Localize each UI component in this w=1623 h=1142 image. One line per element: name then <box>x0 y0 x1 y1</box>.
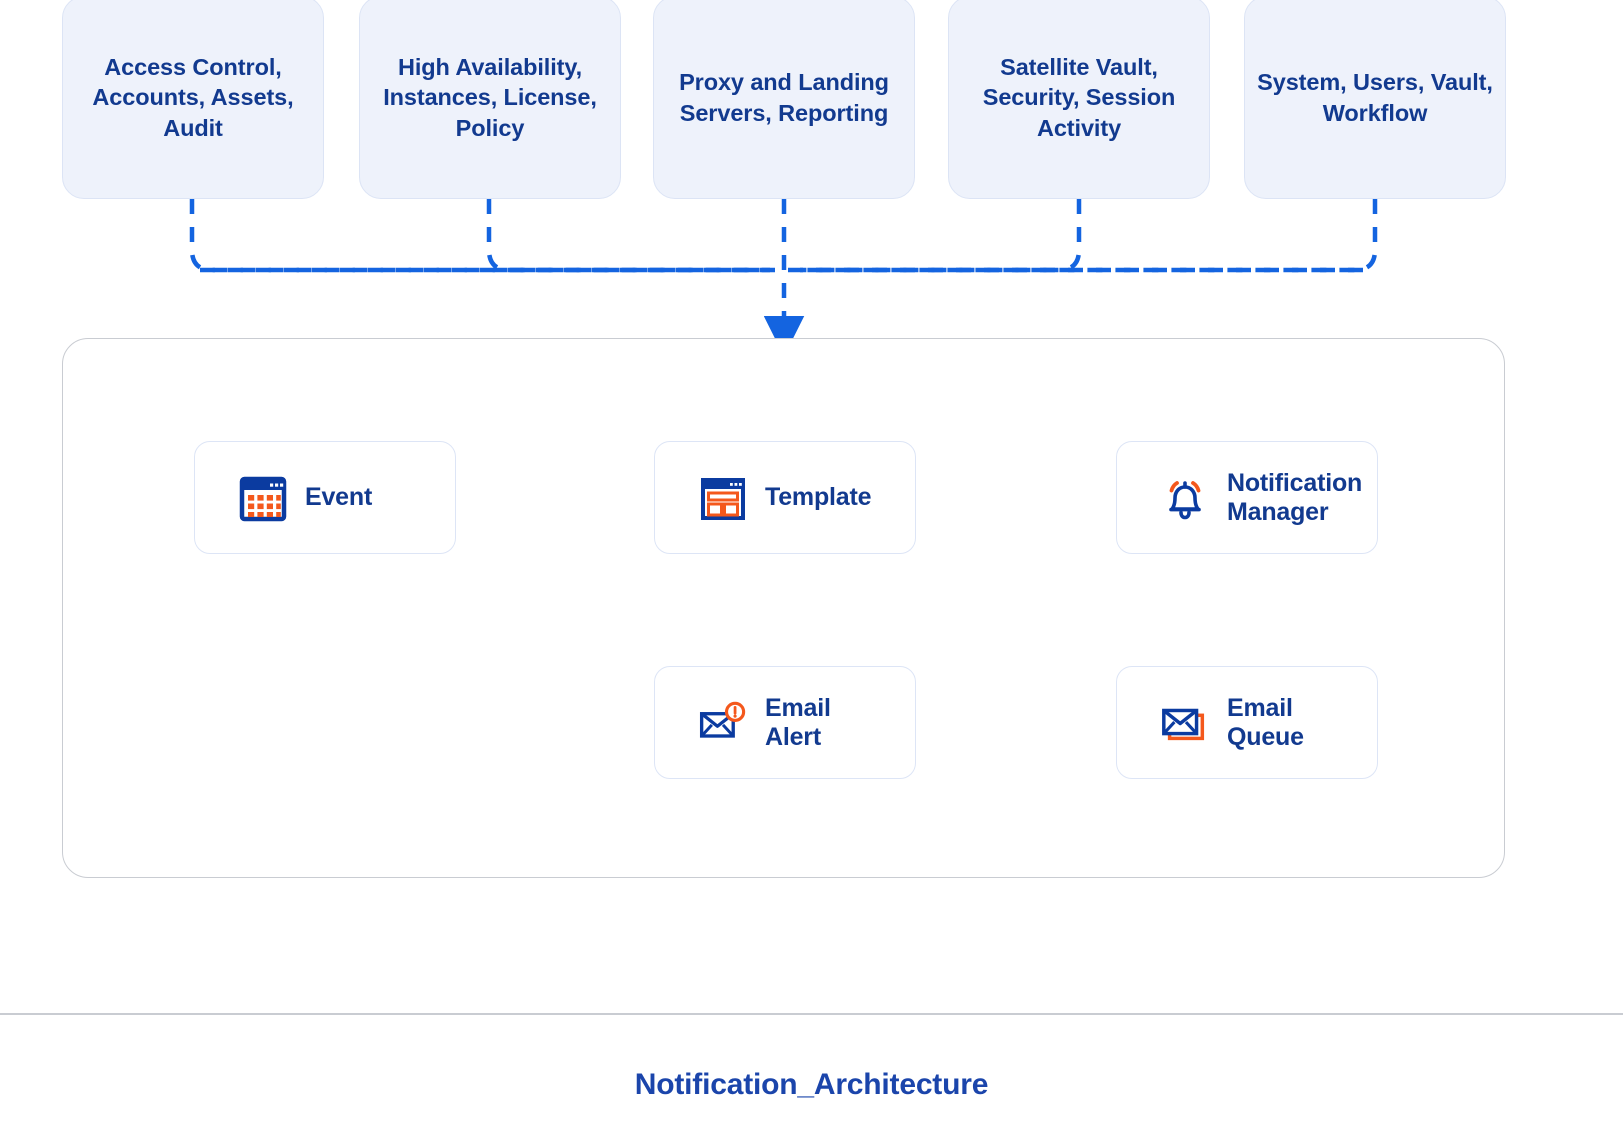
source-box-satellite-vault[interactable]: Satellite Vault, Security, Session Activ… <box>948 0 1210 199</box>
source-label: Proxy and Landing Servers, Reporting <box>679 69 889 126</box>
source-label: Access Control, Accounts, Assets, Audit <box>92 54 294 141</box>
node-notification-manager[interactable]: Notification Manager <box>1116 441 1378 554</box>
envelope-alert-icon <box>697 697 749 749</box>
node-label: Email Alert <box>765 693 831 751</box>
node-label: Event <box>305 483 373 511</box>
source-box-proxy-landing-servers[interactable]: Proxy and Landing Servers, Reporting <box>653 0 915 199</box>
diagram-title: Notification_Architecture <box>634 1068 989 1101</box>
wire-source-1 <box>189 199 770 273</box>
footer-divider <box>0 1013 1623 1015</box>
node-label: Template <box>765 483 872 511</box>
template-window-icon <box>697 472 749 524</box>
calendar-grid-icon <box>237 472 289 524</box>
source-box-system-users[interactable]: System, Users, Vault, Workflow <box>1244 0 1506 199</box>
envelope-stack-icon <box>1159 697 1211 749</box>
source-label: Satellite Vault, Security, Session Activ… <box>982 54 1176 141</box>
wire-source-5 <box>800 199 1378 273</box>
node-event[interactable]: Event <box>194 441 456 554</box>
source-box-access-control[interactable]: Access Control, Accounts, Assets, Audit <box>62 0 324 199</box>
node-email-alert[interactable]: Email Alert <box>654 666 916 779</box>
bell-icon <box>1159 472 1211 524</box>
node-label: Notification Manager <box>1227 468 1363 526</box>
node-template[interactable]: Template <box>654 441 916 554</box>
source-label: System, Users, Vault, Workflow <box>1257 69 1493 126</box>
node-email-queue[interactable]: Email Queue <box>1116 666 1378 779</box>
source-label: High Availability, Instances, License, P… <box>383 54 597 141</box>
notification-architecture-container: Event Template <box>62 338 1505 878</box>
source-box-high-availability[interactable]: High Availability, Instances, License, P… <box>359 0 621 199</box>
wire-source-2 <box>486 199 770 273</box>
wire-source-4 <box>800 199 1082 273</box>
node-label: Email Queue <box>1227 693 1304 751</box>
